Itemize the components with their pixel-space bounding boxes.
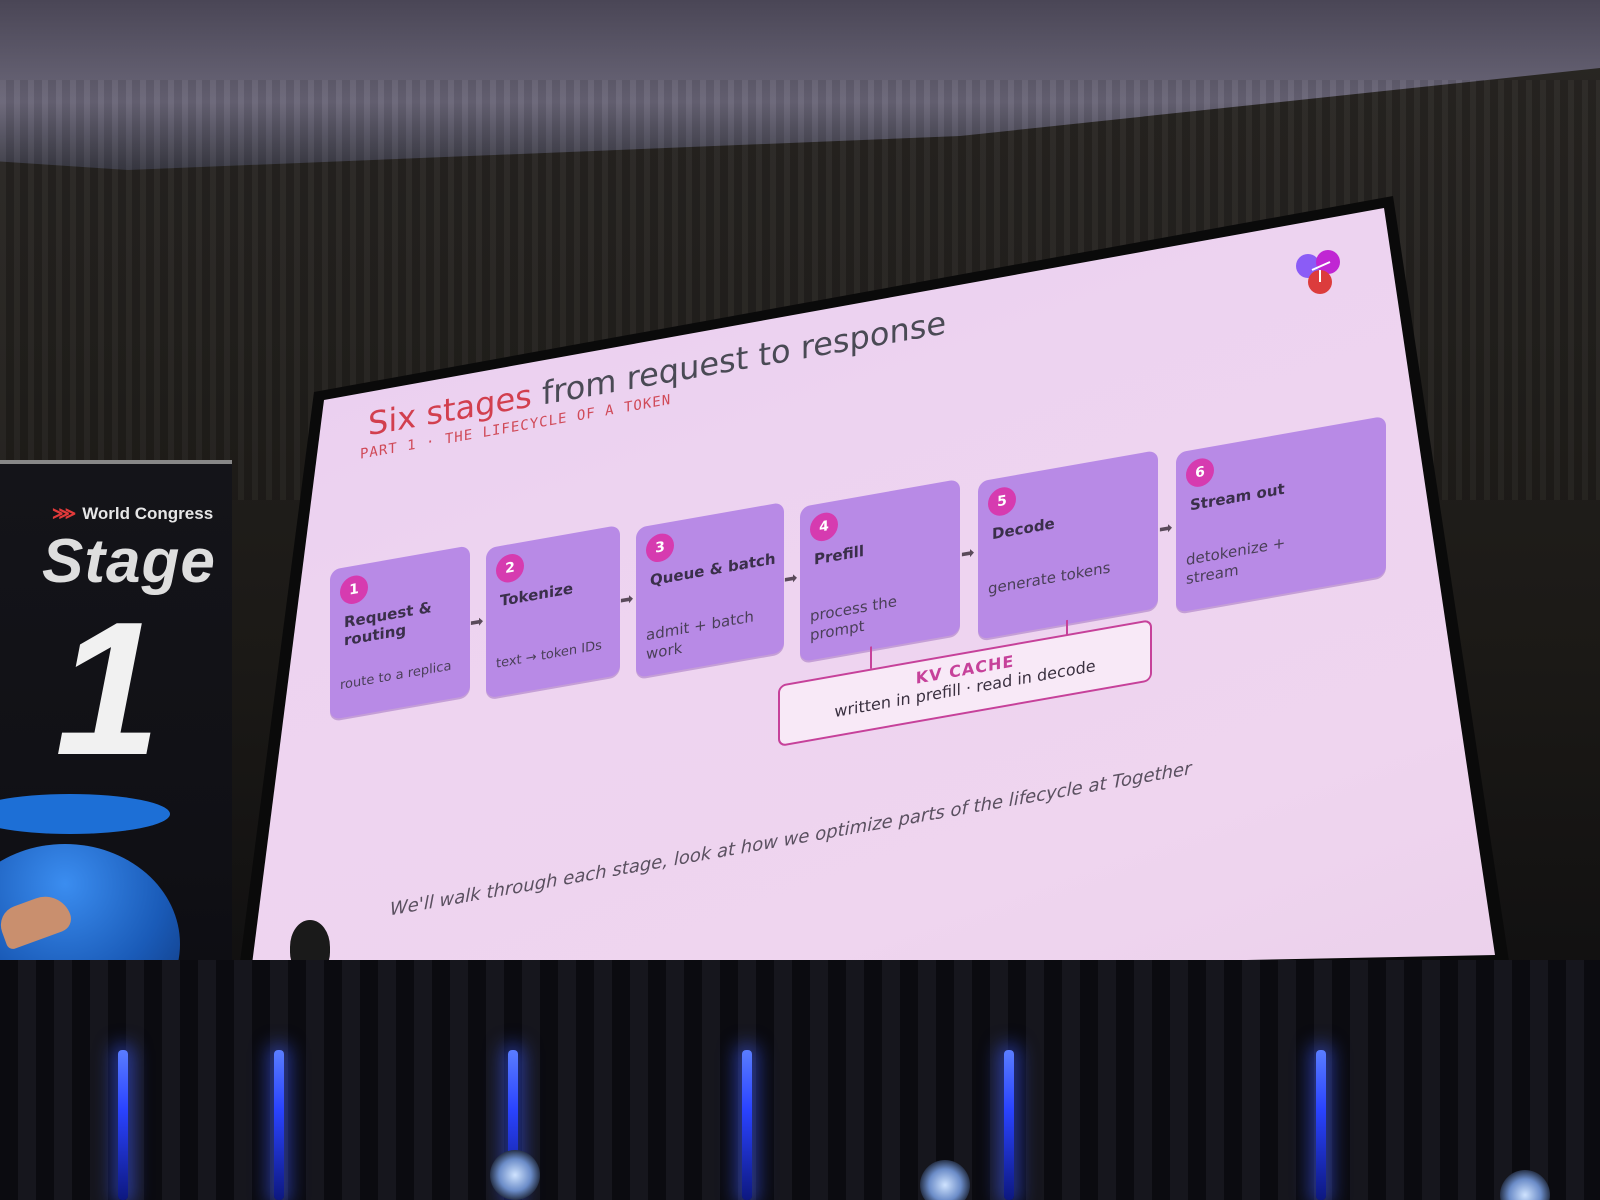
uplight (1004, 1050, 1014, 1200)
stage-desc-1: route to a replica (340, 658, 452, 694)
banner-stage-number: 1 (55, 583, 161, 795)
brand-logo-icon: ⋙ (52, 504, 77, 523)
stage-card-6: 6 Stream out detokenize + stream (1176, 415, 1386, 613)
stage-desc-3: admit + batch work (646, 607, 754, 664)
banner-stage-word: Stage (42, 527, 216, 596)
stage-card-1: 1 Request & routing route to a replica (330, 545, 470, 720)
arrow-icon: ➡ (1159, 517, 1173, 539)
arrow-icon: ➡ (784, 567, 798, 589)
floor-lamp (920, 1160, 970, 1200)
arrow-icon: ➡ (470, 610, 484, 633)
stage-badge-2: 2 (496, 551, 524, 585)
together-logo-icon (1296, 250, 1340, 294)
stage-badge-5: 5 (988, 485, 1016, 518)
stage-card-3: 3 Queue & batch admit + batch work (636, 501, 784, 679)
floor-lamp (490, 1150, 540, 1200)
stage-desc-5: generate tokens (988, 558, 1111, 598)
arrow-icon: ➡ (961, 542, 975, 564)
stage-card-5: 5 Decode generate tokens (978, 450, 1158, 640)
uplight (508, 1050, 518, 1200)
uplight (1316, 1050, 1326, 1200)
stage-badge-6: 6 (1186, 456, 1214, 490)
arrow-icon: ➡ (620, 588, 634, 610)
banner-brand: ⋙ World Congress (52, 504, 213, 524)
stage-title-1: Request & routing (344, 598, 432, 650)
uplight (118, 1050, 128, 1200)
stage-badge-3: 3 (646, 531, 674, 565)
stage-badge-4: 4 (810, 510, 838, 544)
banner-wave-graphic (0, 794, 170, 834)
stage-desc-6: detokenize + stream (1186, 533, 1286, 588)
stage-banner: ⋙ World Congress Stage 1 (0, 460, 232, 1044)
uplight (742, 1050, 752, 1200)
banner-brand-text: World Congress (82, 504, 214, 523)
stage-card-2: 2 Tokenize text → token IDs (486, 524, 620, 699)
slide-footer-note: We'll walk through each stage, look at h… (390, 758, 1192, 921)
stage-card-4: 4 Prefill process the prompt (800, 478, 960, 663)
kv-connector-prefill (870, 646, 872, 669)
uplight (274, 1050, 284, 1200)
stage-desc-2: text → token IDs (496, 638, 602, 672)
stage-title-6: Stream out (1190, 479, 1285, 515)
stage-badge-1: 1 (340, 573, 368, 607)
stage-curtain (0, 960, 1600, 1200)
stage-desc-4: process the prompt (810, 592, 898, 645)
